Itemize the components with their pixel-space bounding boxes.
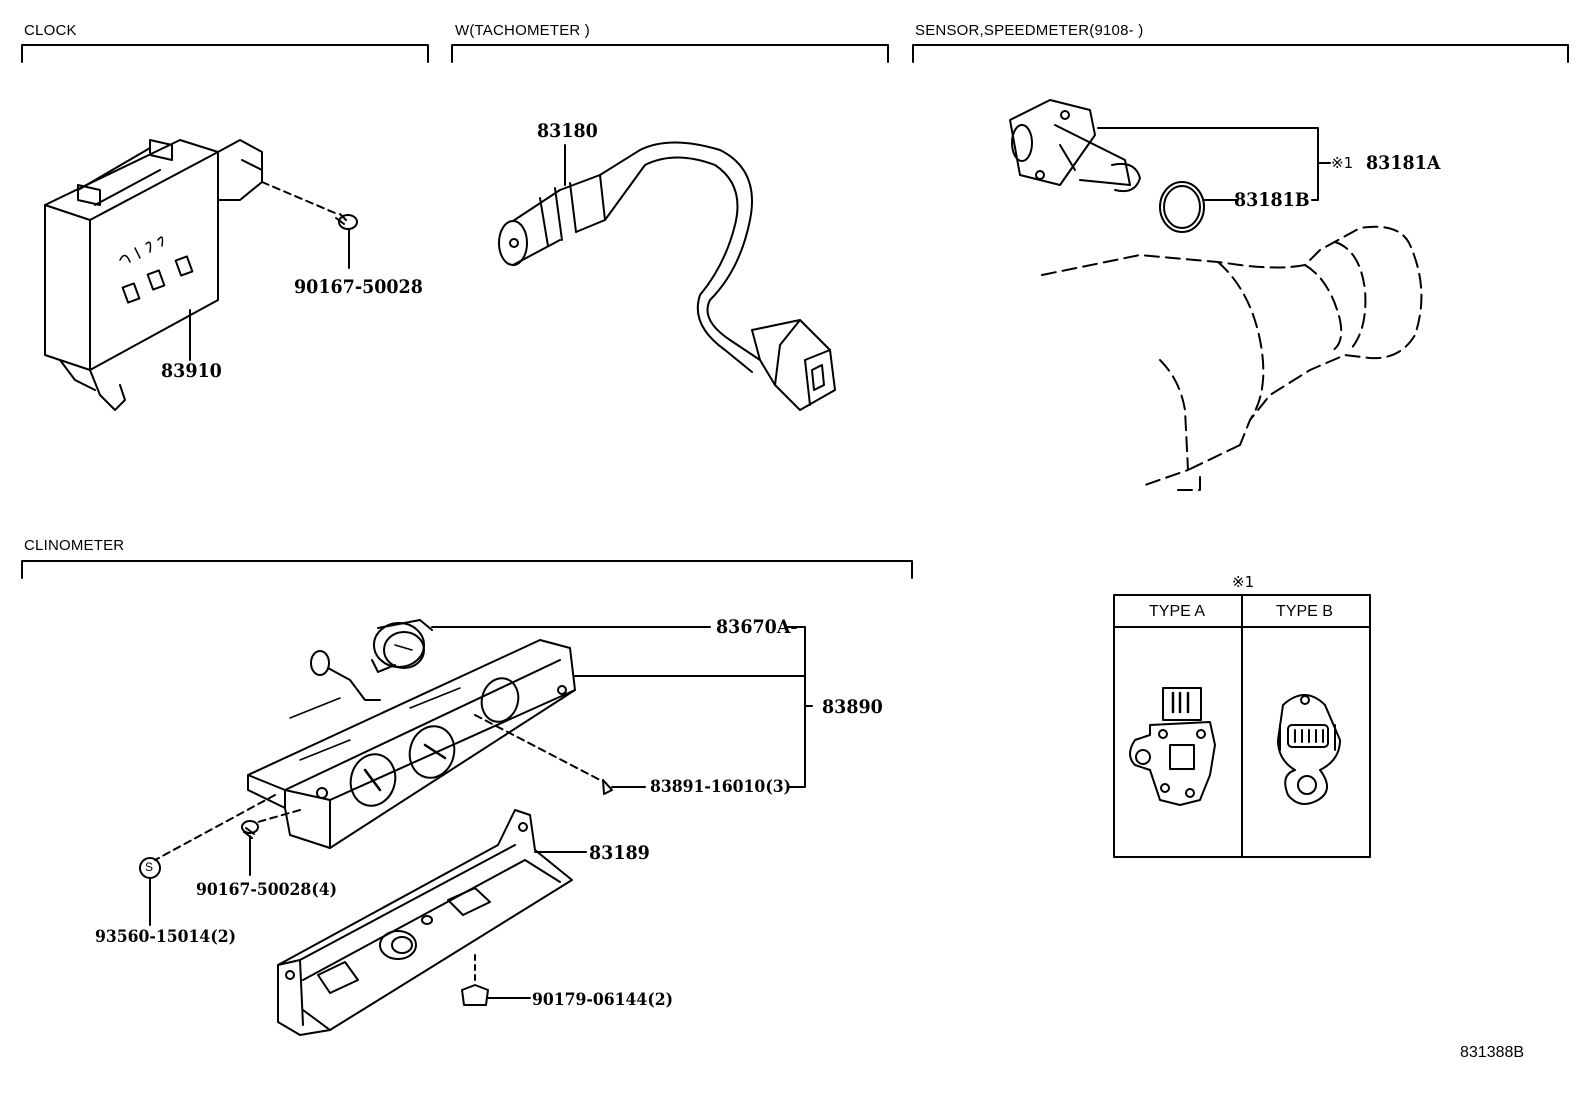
legend-mark: ※1: [1232, 573, 1255, 591]
part-label-83180: 83180: [537, 120, 598, 142]
part-label-90179-06144: 90179-06144(2): [532, 990, 674, 1010]
transmission-outline-drawing: [1042, 227, 1421, 490]
clinometer-screws-drawing: [140, 715, 645, 925]
section-title-sensor: SENSOR,SPEEDMETER(9108- ): [915, 22, 1144, 39]
section-title-clinometer: CLINOMETER: [24, 537, 125, 554]
part-label-83891-16010: 83891-16010(3): [650, 777, 792, 797]
clock-unit-drawing: [45, 140, 262, 410]
section-bracket-clock: [22, 45, 428, 62]
type-legend-table: [1114, 595, 1370, 857]
speed-sensor-drawing: [1010, 100, 1330, 232]
s-symbol: S: [145, 860, 154, 874]
legend-type-b: TYPE B: [1276, 603, 1333, 620]
part-label-83189: 83189: [589, 842, 650, 864]
part-label-83181B: 83181B: [1234, 189, 1310, 211]
tachometer-sensor-drawing: [499, 143, 835, 411]
bracket-83189-drawing: [278, 810, 586, 1035]
screw-90167-50028-drawing: [262, 182, 357, 268]
type-b-sensor-drawing: [1278, 695, 1340, 804]
note-mark-83181A: ※1: [1331, 154, 1354, 172]
section-bracket-tachometer: [452, 45, 888, 62]
clinometer-gauge-drawing: [311, 620, 710, 700]
section-bracket-clinometer: [22, 561, 912, 578]
type-a-sensor-drawing: [1130, 688, 1215, 805]
part-label-93560-15014: 93560-15014(2): [95, 927, 237, 947]
part-label-90167-50028-4: 90167-50028(4): [196, 880, 338, 900]
section-title-tachometer: W(TACHOMETER ): [455, 22, 591, 39]
part-label-83890: 83890: [822, 696, 883, 718]
diagram-code: 831388B: [1460, 1044, 1525, 1061]
part-label-83670A: 83670A-: [716, 616, 798, 638]
part-label-83181A: 83181A: [1366, 152, 1441, 174]
section-title-clock: CLOCK: [24, 22, 77, 39]
legend-type-a: TYPE A: [1149, 603, 1206, 620]
section-bracket-sensor: [913, 45, 1568, 62]
part-label-83910: 83910: [161, 360, 222, 382]
part-label-90167-50028: 90167-50028: [294, 276, 423, 298]
clinometer-panel-drawing: [248, 627, 812, 848]
